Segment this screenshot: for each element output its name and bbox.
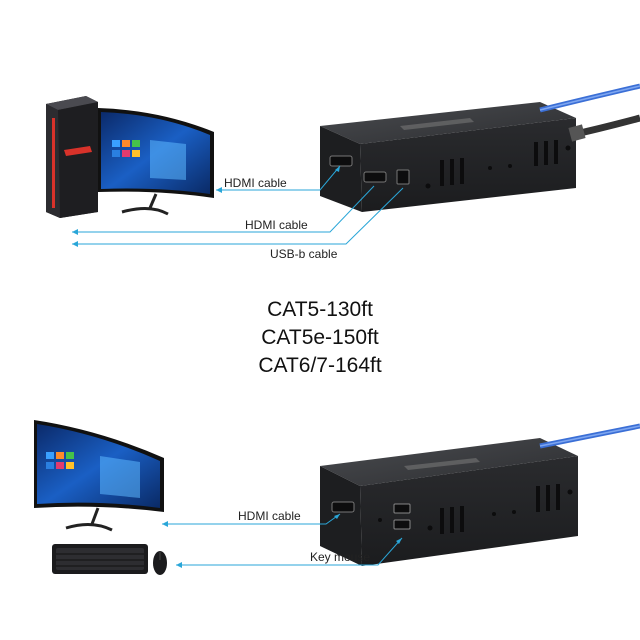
monitor-bottom-icon (34, 420, 164, 532)
network-cable-top (539, 83, 640, 142)
pc-tower-icon (46, 96, 98, 218)
extender-device-top (320, 102, 576, 212)
spec-cat5e: CAT5e-150ft (261, 326, 379, 349)
keyboard-icon (52, 544, 148, 574)
label-hdmi-cable-1: HDMI cable (224, 176, 287, 190)
label-hdmi-cable-bottom: HDMI cable (238, 509, 301, 523)
spec-cat6-7: CAT6/7-164ft (258, 354, 382, 377)
network-cable-bottom (539, 423, 640, 449)
mouse-icon (153, 551, 167, 575)
monitor-top-icon (98, 108, 214, 216)
connection-lines-top (72, 165, 404, 247)
cable-length-specs: CAT5-130ft CAT5e-150ft CAT6/7-164ft (0, 296, 640, 380)
connection-lines-bottom (162, 513, 403, 568)
label-hdmi-cable-2: HDMI cable (245, 218, 308, 232)
spec-cat5: CAT5-130ft (267, 298, 373, 321)
label-usb-b-cable: USB-b cable (270, 247, 338, 261)
label-key-mouse: Key mouse (310, 550, 371, 564)
extender-device-bottom (320, 438, 578, 566)
